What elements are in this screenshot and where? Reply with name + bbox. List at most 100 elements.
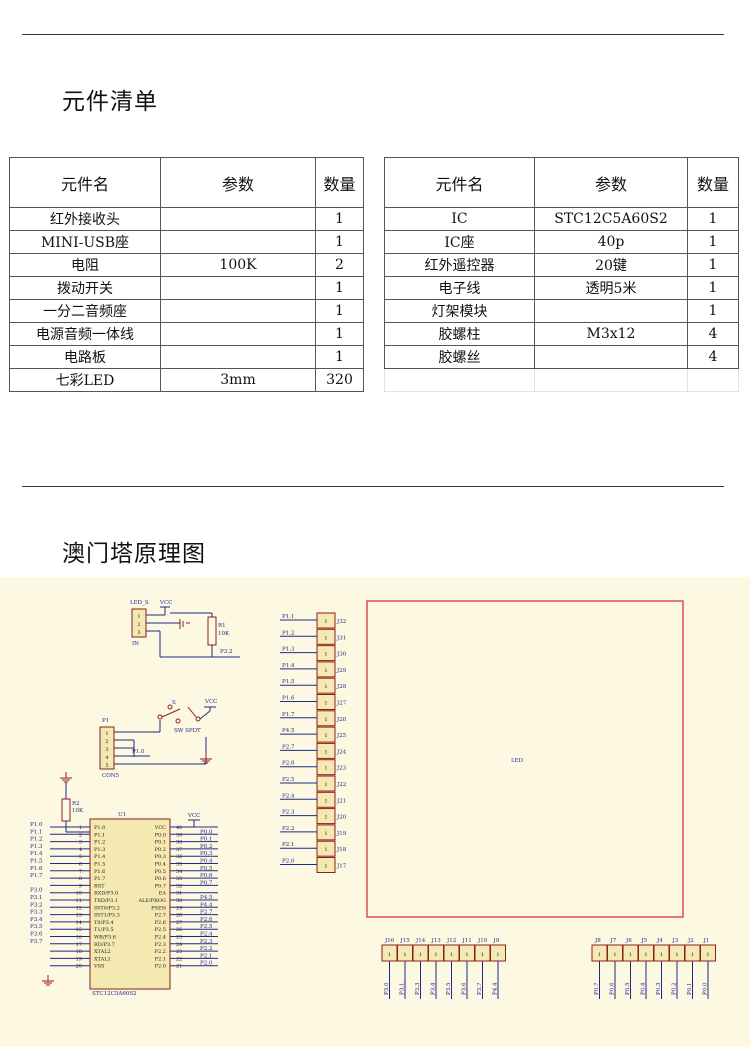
- switch-type: SW SPDT: [174, 728, 201, 734]
- cell-qty: 1: [687, 276, 739, 300]
- cell-param: [534, 299, 688, 323]
- header-ref: P1: [102, 718, 109, 724]
- pin-number: 1: [324, 733, 327, 739]
- mcu-pin-name: VSS: [93, 964, 105, 970]
- mcu-pin-name: P0.1: [155, 840, 166, 846]
- mcu-pin-number: 30: [176, 898, 182, 904]
- header-ref: J20: [336, 815, 347, 821]
- mcu-pin-number: 33: [176, 876, 182, 882]
- header-ref: J32: [336, 619, 346, 625]
- mcu-pin-name: VCC: [154, 825, 166, 831]
- mcu-pin-number: 23: [176, 949, 182, 955]
- header-ref: J15: [400, 938, 411, 944]
- mcu-pin-number: 27: [176, 920, 182, 926]
- mcu-pin-name: PSEN: [151, 905, 166, 911]
- switch-contact: [157, 714, 163, 720]
- mcu-pin-name: P0.0: [155, 832, 166, 838]
- pin-number: 1: [324, 831, 327, 837]
- mcu-pin-name: P2.7: [155, 913, 166, 919]
- mcu-pin-number: 8: [79, 876, 82, 882]
- net-label: P0.5: [200, 866, 213, 872]
- net-label: P3.5: [446, 982, 452, 995]
- header-ref: J5: [641, 938, 648, 944]
- net-label: P3.1: [400, 983, 406, 995]
- mcu-pin-number: 38: [176, 840, 182, 846]
- header-ref: J1: [703, 938, 710, 944]
- mcu-pin-number: 14: [76, 920, 82, 926]
- cell-name: 灯架模块: [384, 299, 535, 323]
- pin-number: 2: [105, 739, 108, 745]
- net-label: P0.0: [200, 829, 213, 835]
- header-ref: J22: [336, 782, 346, 788]
- header-ref: J27: [336, 701, 347, 707]
- mcu-pin-name: INT1/P3.3: [94, 913, 120, 919]
- mcu-pin-number: 36: [176, 854, 182, 860]
- mcu-pin-number: 9: [79, 883, 82, 889]
- net-label: P1.2: [30, 837, 42, 843]
- pin-number: 1: [324, 749, 327, 755]
- mcu-u1-body: [89, 818, 171, 990]
- resistor-ref: R1: [218, 623, 226, 629]
- net-label: P1.5: [282, 679, 295, 685]
- header-ref: J7: [610, 938, 617, 944]
- cell-param: [160, 230, 316, 254]
- pin-number: 1: [481, 952, 484, 958]
- mcu-pin-name: XTAL2: [94, 949, 111, 955]
- net-label: P4.4: [200, 902, 213, 908]
- header-ref: J16: [384, 938, 395, 944]
- net-label: P3.6: [462, 982, 468, 995]
- cell-name: 胶螺柱: [384, 322, 535, 346]
- mcu-pin-number: 5: [79, 854, 82, 860]
- cell-qty: 1: [315, 230, 364, 254]
- net-label: P3.4: [431, 982, 437, 995]
- net-label: P3.1: [30, 895, 42, 901]
- mcu-pin-name: P1.7: [94, 876, 105, 882]
- cell-qty: 1: [315, 299, 364, 323]
- cell-param: [160, 345, 316, 369]
- net-label: P1.4: [30, 851, 43, 857]
- mcu-pin-name: P1.1: [94, 832, 105, 838]
- mcu-ref: U1: [118, 812, 126, 818]
- net-label: P1.0: [132, 749, 145, 755]
- mcu-pin-number: 3: [79, 840, 82, 846]
- cell-name: 电路板: [9, 345, 161, 369]
- cell-param: 100K: [160, 253, 316, 277]
- vcc-label: VCC: [204, 699, 217, 705]
- header-ref: J10: [477, 938, 488, 944]
- header-param: 参数: [534, 157, 688, 208]
- cell-name: 一分二音频座: [9, 299, 161, 323]
- mcu-pin-name: XTAL1: [94, 956, 111, 962]
- cell-name: 电阻: [9, 253, 161, 277]
- net-label: P2.0: [282, 859, 295, 865]
- header-ref: J21: [336, 798, 346, 804]
- pin-number: 2: [137, 622, 140, 628]
- net-label: P3.5: [30, 924, 43, 930]
- mcu-pin-name: P2.5: [155, 927, 166, 933]
- resistor-ref: R2: [72, 801, 80, 807]
- mcu-pin-name: ALE/PROG: [138, 898, 167, 904]
- pin-number: 1: [388, 952, 391, 958]
- header-ref: J13: [431, 938, 442, 944]
- header-ref: J11: [462, 938, 472, 944]
- top-divider: [22, 34, 724, 35]
- cell-param: M3x12: [534, 322, 688, 346]
- net-label: P0.1: [687, 983, 693, 995]
- pin-number: 1: [465, 952, 468, 958]
- net-label: P0.4: [200, 859, 213, 865]
- mcu-pin-number: 20: [76, 964, 82, 970]
- mcu-pin-name: P0.6: [155, 876, 166, 882]
- mcu-pin-number: 24: [176, 942, 182, 948]
- net-label: P0.2: [200, 844, 212, 850]
- net-label: P1.7: [30, 873, 43, 879]
- mcu-pin-name: RXD/P3.0: [94, 891, 118, 897]
- header-ref: J4: [656, 938, 663, 944]
- mcu-pin-number: 1: [79, 825, 82, 831]
- net-label: P2.5: [282, 777, 295, 783]
- mcu-pin-number: 7: [79, 869, 82, 875]
- pin-number: 1: [691, 952, 694, 958]
- vcc-label: VCC: [159, 600, 172, 606]
